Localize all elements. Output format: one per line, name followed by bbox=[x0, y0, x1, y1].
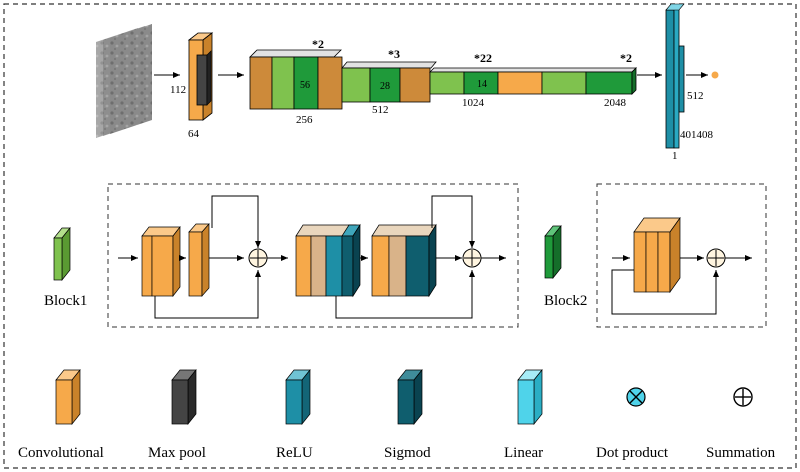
stem-maxpool bbox=[196, 54, 208, 106]
stage-2-spatial: 28 bbox=[380, 81, 390, 92]
output-dot bbox=[711, 71, 719, 79]
stage-4-blocks bbox=[585, 67, 637, 95]
stage-3-channels: 1024 bbox=[462, 97, 485, 109]
stage-2-blocks bbox=[341, 61, 437, 103]
stage-2-repeat: *3 bbox=[388, 47, 400, 61]
stage-3-blocks bbox=[429, 67, 637, 95]
stem-channels-label: 64 bbox=[188, 128, 200, 140]
block2-detail-frame bbox=[596, 183, 767, 328]
outer-frame bbox=[3, 3, 797, 469]
block1-detail-frame bbox=[107, 183, 519, 328]
legend: Convolutional Max pool ReLU Sigmod L bbox=[18, 369, 776, 461]
block1-label: Block1 bbox=[44, 293, 87, 309]
stage-2-channels: 512 bbox=[372, 104, 389, 116]
fc-linear-stack bbox=[665, 3, 685, 149]
fc-dim-512: 512 bbox=[687, 90, 704, 102]
sigmoid-block-icon bbox=[397, 369, 423, 425]
input-image-stack bbox=[96, 24, 152, 138]
legend-label-linear: Linear bbox=[504, 445, 543, 461]
block2-icon bbox=[544, 225, 562, 279]
input-size-label: 112 bbox=[170, 84, 186, 96]
stage-1-blocks bbox=[249, 49, 343, 110]
fc-dim-1: 1 bbox=[672, 150, 678, 162]
stage-4-repeat: *2 bbox=[620, 51, 632, 65]
conv-block-icon bbox=[55, 369, 81, 425]
stage-4-channels: 2048 bbox=[604, 97, 627, 109]
block2-label: Block2 bbox=[544, 293, 587, 309]
legend-label-dot-product: Dot product bbox=[596, 445, 669, 461]
relu-block-icon bbox=[285, 369, 311, 425]
dot-product-icon bbox=[626, 387, 646, 407]
stage-1-repeat: *2 bbox=[312, 37, 324, 51]
legend-label-sigmoid: Sigmod bbox=[384, 445, 431, 461]
fc-dim-401408: 401408 bbox=[680, 129, 714, 141]
block1-unit-b bbox=[295, 195, 506, 319]
stage-3-repeat: *22 bbox=[474, 51, 492, 65]
stage-1-channels: 256 bbox=[296, 114, 313, 126]
stem-conv-block bbox=[187, 32, 214, 121]
summation-icon bbox=[733, 387, 753, 407]
legend-label-maxpool: Max pool bbox=[148, 445, 206, 461]
legend-label-conv: Convolutional bbox=[18, 445, 104, 461]
stage-1-spatial: 56 bbox=[300, 80, 310, 91]
legend-label-relu: ReLU bbox=[276, 445, 313, 461]
maxpool-block-icon bbox=[171, 369, 197, 425]
legend-label-summation: Summation bbox=[706, 445, 776, 461]
stage-3-spatial: 14 bbox=[477, 79, 487, 90]
linear-block-icon bbox=[517, 369, 543, 425]
block2-unit bbox=[611, 216, 752, 315]
block1-unit-a bbox=[118, 195, 288, 319]
block1-icon bbox=[53, 227, 71, 281]
